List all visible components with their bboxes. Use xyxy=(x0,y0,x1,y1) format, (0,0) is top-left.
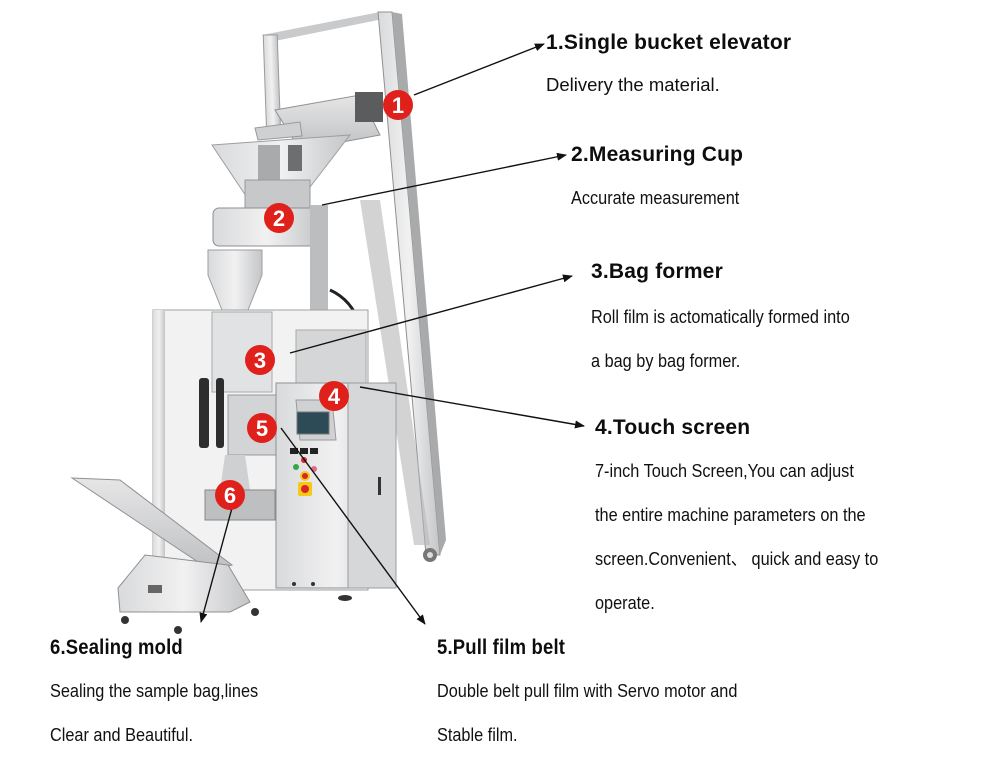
discharge-chute xyxy=(70,477,259,634)
marker-number: 5 xyxy=(256,416,268,441)
callout-marker-4: 4 xyxy=(319,381,349,411)
callout-6-title: 6.Sealing mold xyxy=(50,636,183,659)
callout-marker-1: 1 xyxy=(383,90,413,120)
callout-marker-5: 5 xyxy=(247,413,277,443)
control-cabinet xyxy=(275,382,397,601)
callout-5: 5.Pull film belt xyxy=(437,636,583,660)
callout-5-line-2: Stable film. xyxy=(437,724,518,745)
callout-2-line-1: Accurate measurement xyxy=(571,187,740,208)
callout-markers: 1 2 3 4 5 6 xyxy=(215,90,413,510)
marker-circle xyxy=(383,90,413,120)
leader-line-5 xyxy=(280,427,426,625)
callout-6-description: Sealing the sample bag,lines Clear and B… xyxy=(50,669,287,757)
callout-marker-6: 6 xyxy=(215,480,245,510)
callout-1: 1.Single bucket elevator xyxy=(546,31,791,55)
callout-3-line-2: a bag by bag former. xyxy=(591,350,741,371)
leader-line-6 xyxy=(199,507,233,623)
marker-number: 1 xyxy=(392,93,404,118)
callout-4-line-3: screen.Convenient、 quick and easy to xyxy=(595,548,879,569)
marker-circle xyxy=(319,381,349,411)
callout-2-title: 2.Measuring Cup xyxy=(571,143,744,166)
callout-4-line-1: 7-inch Touch Screen,You can adjust xyxy=(595,460,854,481)
callout-5-description: Double belt pull film with Servo motor a… xyxy=(437,669,778,757)
marker-circle xyxy=(247,413,277,443)
callout-3-description: Roll film is actomatically formed into a… xyxy=(591,295,885,383)
marker-number: 3 xyxy=(254,348,266,373)
callout-3-line-1: Roll film is actomatically formed into xyxy=(591,306,850,327)
leader-line-2 xyxy=(321,152,567,206)
callout-2: 2.Measuring Cup xyxy=(571,143,743,167)
callout-4-title: 4.Touch screen xyxy=(595,416,751,439)
callout-3: 3.Bag former xyxy=(591,260,723,284)
marker-number: 4 xyxy=(328,384,341,409)
callout-5-title: 5.Pull film belt xyxy=(437,636,566,659)
callout-4-line-2: the entire machine parameters on the xyxy=(595,504,866,525)
marker-circle xyxy=(264,203,294,233)
callout-6-line-1: Sealing the sample bag,lines xyxy=(50,680,259,701)
callout-5-line-1: Double belt pull film with Servo motor a… xyxy=(437,680,738,701)
marker-circle xyxy=(215,480,245,510)
leader-lines xyxy=(199,43,585,625)
callout-6-line-2: Clear and Beautiful. xyxy=(50,724,193,745)
callout-4: 4.Touch screen xyxy=(595,416,750,440)
callout-3-title: 3.Bag former xyxy=(591,260,723,283)
callout-1-description: Delivery the material. xyxy=(546,63,720,107)
leader-line-1 xyxy=(413,43,545,96)
leader-line-4 xyxy=(359,386,585,429)
callout-1-line-1: Delivery the material. xyxy=(546,74,720,95)
marker-circle xyxy=(245,345,275,375)
leader-line-3 xyxy=(289,274,573,354)
callout-6: 6.Sealing mold xyxy=(50,636,201,660)
callout-marker-2: 2 xyxy=(264,203,294,233)
callout-2-description: Accurate measurement xyxy=(571,176,762,220)
callout-1-title: 1.Single bucket elevator xyxy=(546,31,792,54)
marker-number: 6 xyxy=(224,483,236,508)
callout-4-line-4: operate. xyxy=(595,592,655,613)
callout-marker-3: 3 xyxy=(245,345,275,375)
marker-number: 2 xyxy=(273,206,285,231)
callout-4-description: 7-inch Touch Screen,You can adjust the e… xyxy=(595,449,917,625)
